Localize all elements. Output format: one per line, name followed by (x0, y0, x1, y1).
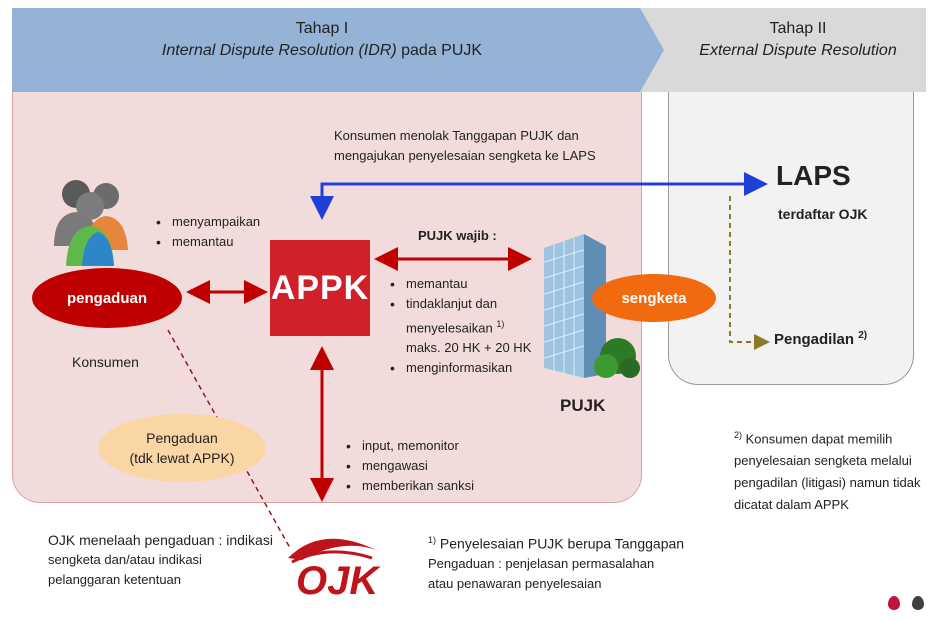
laps-court-dashed (729, 196, 770, 350)
consumer-actions: menyampaikan memantau (154, 212, 260, 252)
stage1-header (12, 8, 664, 92)
footnote-1-line1: 1) Penyelesaian PUJK berupa Tanggapan (428, 530, 684, 554)
footnote-2-line3: pengadilan (litigasi) namun tidak (734, 475, 921, 491)
ojk-action: input, memonitor (344, 436, 474, 456)
pujk-obligation-2: tindaklanjut dan menyelesaikan 1) maks. … (388, 294, 558, 358)
pengaduan-ojk-dashed (167, 329, 291, 549)
pujk-obligations-title: PUJK wajib : (418, 228, 497, 243)
laps-title: LAPS (776, 160, 851, 191)
footnote-1-line1-text: Penyelesaian PUJK berupa Tanggapan (439, 535, 685, 552)
reject-note: Konsumen menolak Tanggapan PUJK dan meng… (334, 126, 596, 166)
ojk-review-line3: pelanggaran ketentuan (48, 572, 182, 587)
consumer-action: menyampaikan (154, 212, 260, 232)
ojk-action: mengawasi (344, 456, 474, 476)
pujk-obligation-2-line2: menyelesaikan (406, 320, 493, 336)
pengaduan-bubble: pengaduan (32, 268, 182, 328)
people-group-icon (54, 180, 128, 266)
stage1-subtitle: Internal Dispute Resolution (IDR) pada P… (12, 40, 632, 62)
sengketa-bubble: sengketa (592, 274, 716, 322)
reject-note-line1: Konsumen menolak Tanggapan PUJK dan (334, 128, 579, 143)
consumer-action: memantau (154, 232, 260, 252)
appk-box: APPK (270, 240, 370, 336)
ojk-review-line1: OJK menelaah pengaduan : indikasi (48, 532, 273, 548)
footnote-1-line3: atau penawaran penyelesaian (428, 575, 602, 591)
footnote-1-line2: Pengaduan : penjelasan permasalahan (428, 555, 655, 571)
ojk-review: OJK menelaah pengaduan : indikasi sengke… (48, 530, 273, 590)
ojk-logo-icon: OJK (288, 538, 381, 600)
footnote-2-sup: 2) (734, 430, 743, 440)
consumer-label: Konsumen (72, 354, 139, 370)
ojk-actions: input, memonitor mengawasi memberikan sa… (344, 436, 474, 496)
pujk-obligation-2-line1: tindaklanjut dan (406, 296, 498, 311)
stage2-title-block: Tahap II External Dispute Resolution (670, 18, 926, 62)
stage1-subtitle-suffix: pada PUJK (396, 42, 483, 59)
stage2-subtitle: External Dispute Resolution (699, 42, 897, 59)
laps-arrow (310, 172, 768, 220)
pujk-obligation: memantau (388, 274, 558, 294)
pujk-obligation: menginformasikan (388, 358, 558, 378)
stage1-title: Tahap I (295, 20, 349, 37)
pengaduan-direct-bubble: Pengaduan (tdk lewat APPK) (98, 414, 266, 482)
footnote-2-line2: penyelesaian sengketa melalui (734, 453, 912, 469)
stage2-title: Tahap II (769, 20, 827, 37)
decor-dot-dark (912, 596, 924, 610)
ojk-action: memberikan sanksi (344, 476, 474, 496)
court-sup: 2) (858, 330, 868, 341)
footnote-2: 2) Konsumen dapat memilih penyelesaian s… (734, 424, 920, 516)
ojk-logo-text: OJK (296, 559, 381, 600)
stage2-header (636, 8, 926, 92)
court-label: Pengadilan 2) (774, 330, 867, 348)
stage1-subtitle-italic: Internal Dispute Resolution (IDR) (161, 42, 397, 59)
reject-note-line2: mengajukan penyelesaian sengketa ke LAPS (334, 148, 596, 163)
pujk-label: PUJK (560, 396, 606, 415)
footnote-2-line1: 2) Konsumen dapat memilih (734, 424, 920, 450)
pengaduan-direct-line1: Pengaduan (146, 430, 218, 446)
edr-panel (668, 92, 914, 385)
footnote-2-line4: dicatat dalam APPK (734, 497, 849, 513)
pujk-obligation-2-sup: 1) (496, 319, 505, 329)
ojk-review-line2: sengketa dan/atau indikasi (48, 552, 202, 567)
pujk-obligation-2-line3: maks. 20 HK + 20 HK (406, 340, 532, 356)
pujk-obligations-list: memantau tindaklanjut dan menyelesaikan … (388, 274, 558, 378)
footnote-2-line1-text: Konsumen dapat memilih (745, 431, 893, 447)
stage1-arrow-overlay (630, 8, 664, 92)
court-text: Pengadilan (774, 331, 855, 348)
stage1-title-block: Tahap I Internal Dispute Resolution (IDR… (12, 18, 632, 62)
decor-dot-red (888, 596, 900, 610)
building-icon (543, 234, 640, 378)
laps-subtitle: terdaftar OJK (778, 206, 868, 222)
footnote-1: 1) Penyelesaian PUJK berupa Tanggapan Pe… (428, 530, 684, 594)
footnote-1-sup: 1) (428, 535, 437, 545)
pengaduan-direct-line2: (tdk lewat APPK) (129, 450, 235, 466)
